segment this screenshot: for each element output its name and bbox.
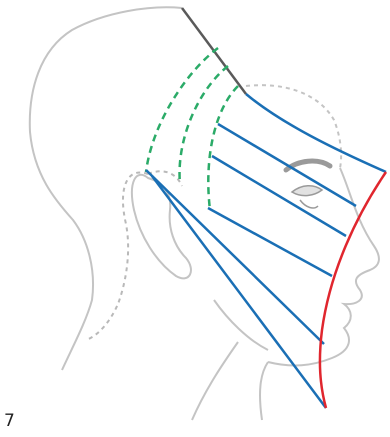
guide-line-4 (208, 208, 332, 276)
jaw-line (214, 300, 268, 350)
section-line-3 (208, 86, 238, 210)
figure-number: 7 (4, 413, 15, 430)
guide-line-6 (152, 176, 326, 408)
face-profile (268, 168, 379, 365)
guide-line-2 (218, 124, 356, 206)
cut-line (320, 172, 386, 408)
head-outline (30, 7, 182, 370)
eyelash (300, 200, 318, 208)
guide-line-3 (212, 156, 346, 236)
neck-front (260, 362, 268, 420)
neck-back (192, 342, 238, 420)
ear-hidden-outline (86, 172, 148, 340)
eye (292, 186, 322, 196)
